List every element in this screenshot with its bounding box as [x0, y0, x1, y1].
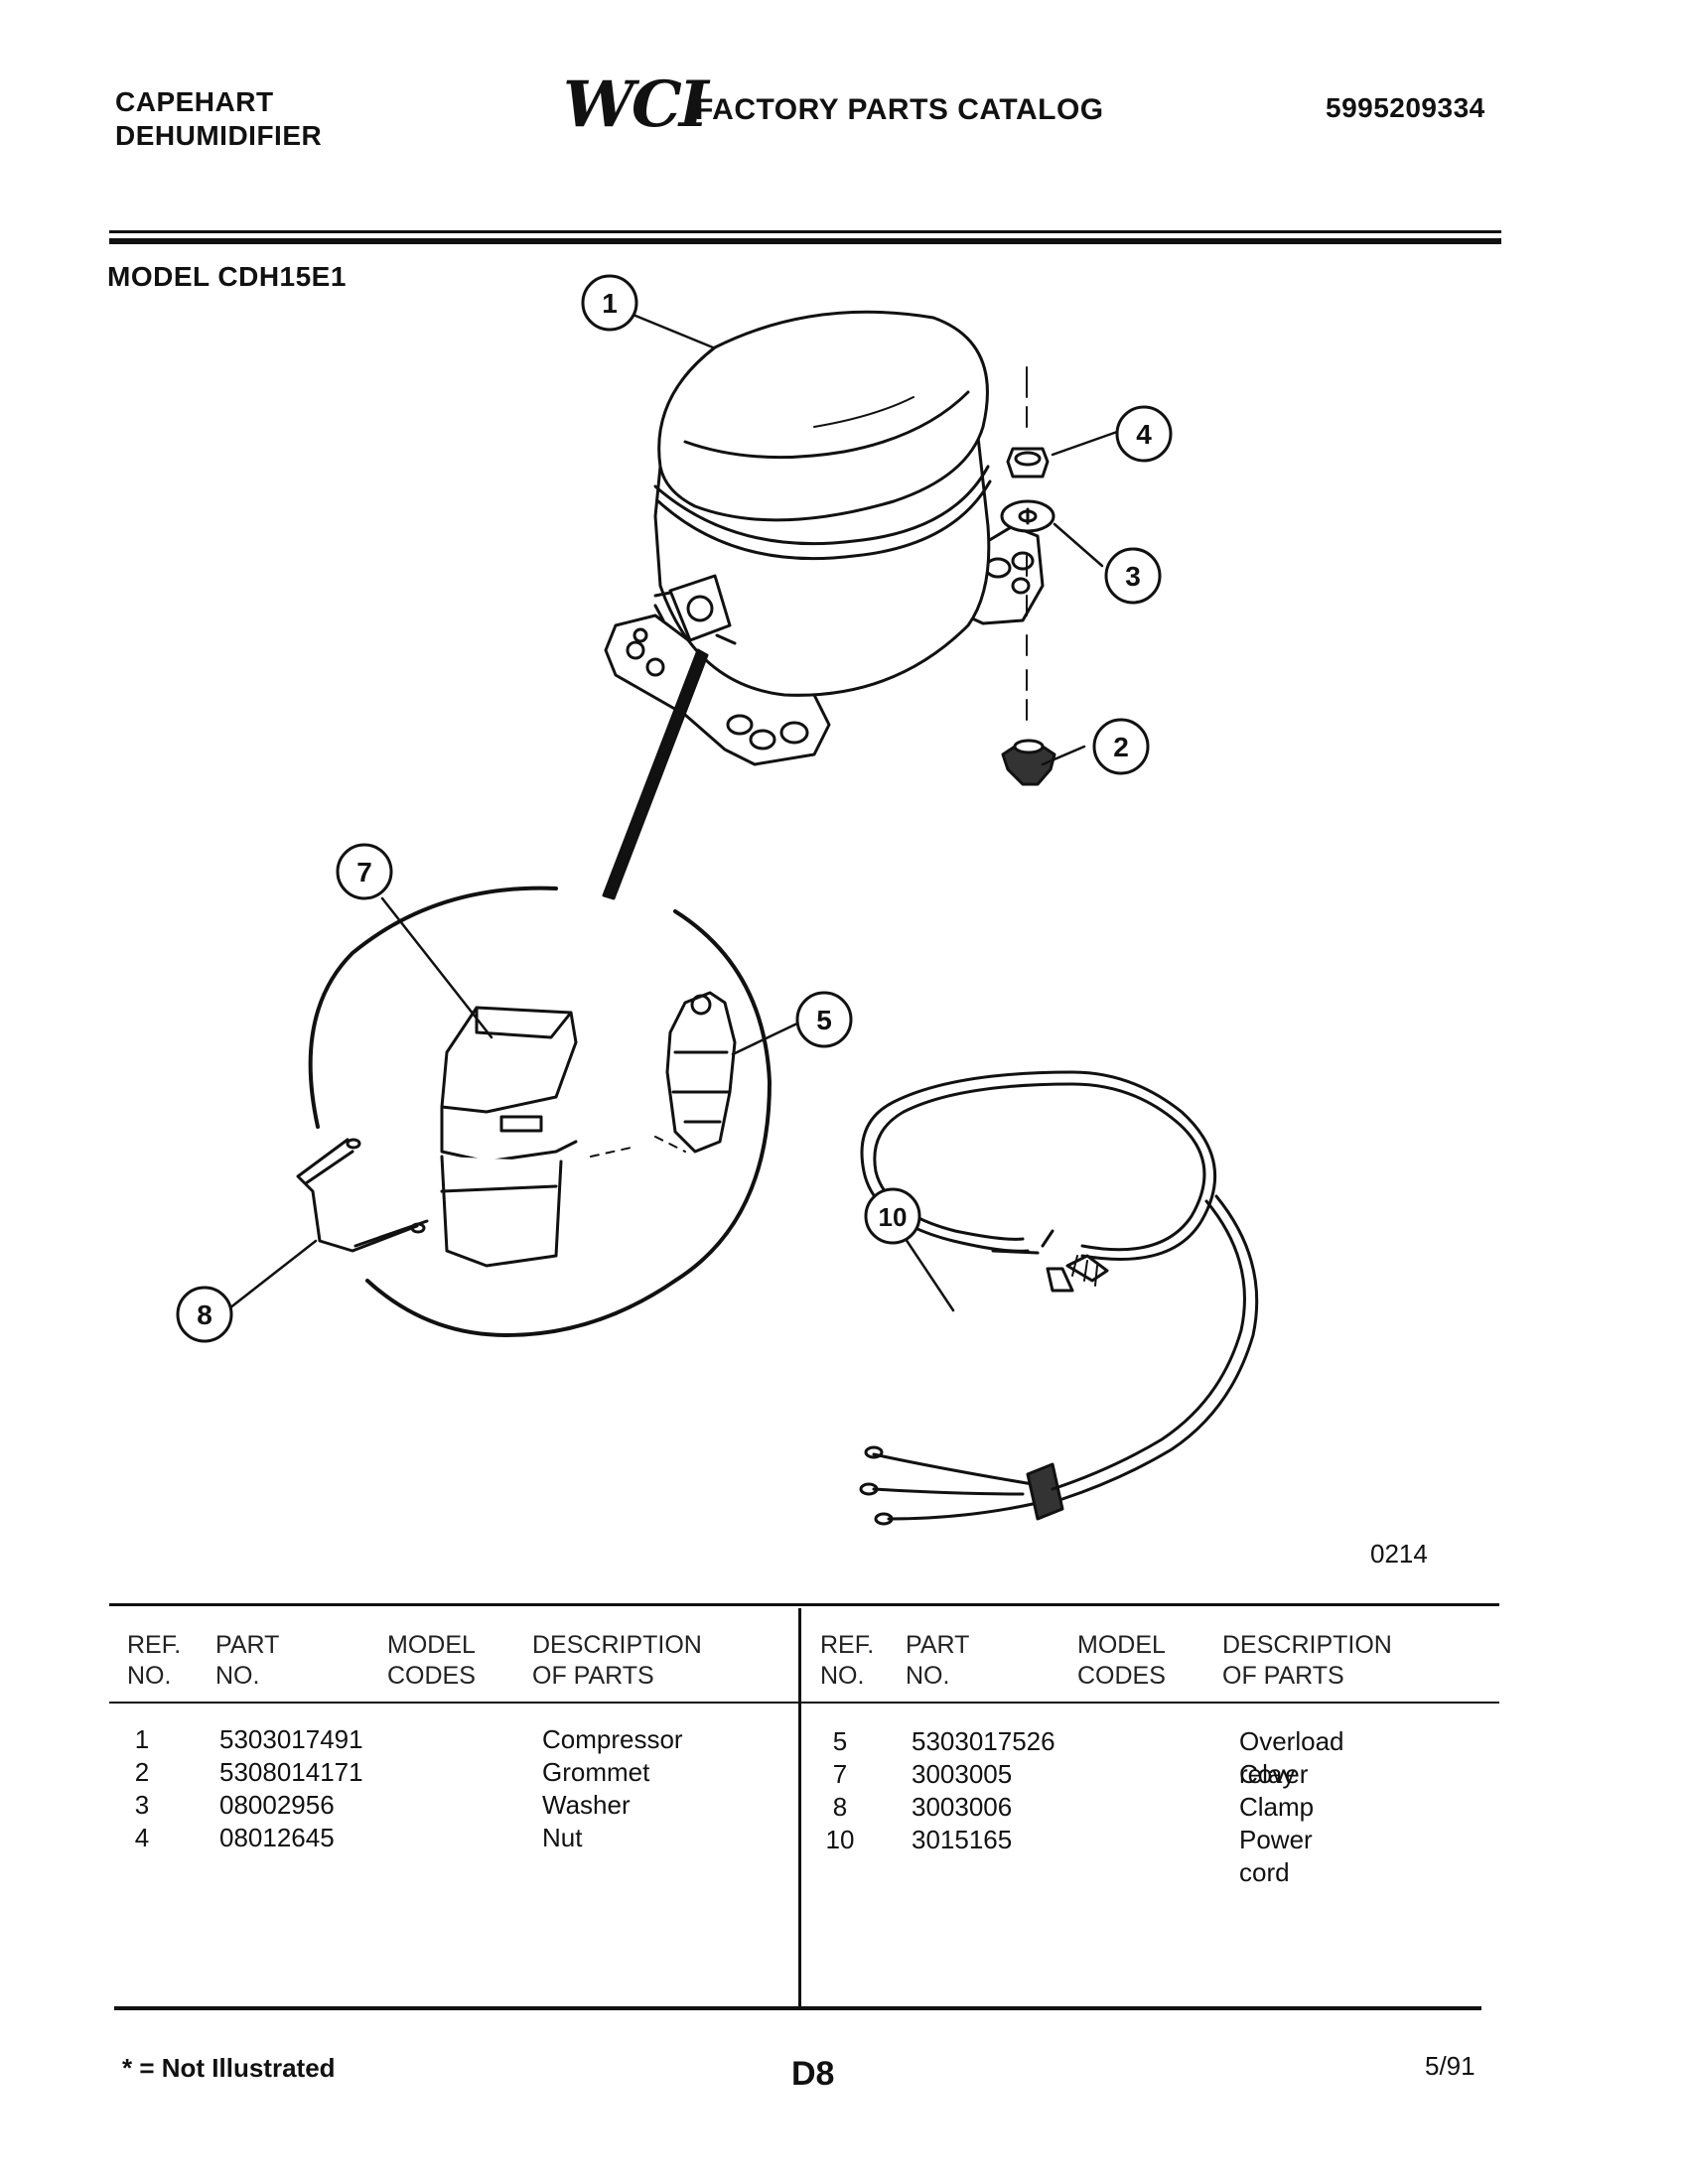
- header-rule-thin: [109, 230, 1501, 233]
- callout-2: 2: [1092, 718, 1150, 775]
- table-header-rule: [109, 1702, 1499, 1704]
- part-description: Grommet: [542, 1757, 650, 1787]
- ref-no: 10: [825, 1825, 855, 1854]
- part-description: Cover: [1239, 1759, 1309, 1789]
- callout-1-label: 1: [602, 288, 618, 319]
- table-column-divider: [798, 1608, 801, 2010]
- part-description: Washer: [542, 1790, 631, 1820]
- callout-3-label: 3: [1125, 561, 1141, 592]
- ref-no: 7: [832, 1759, 848, 1789]
- part-description: Overload relay: [1239, 1726, 1344, 1789]
- power-cord-drawing: [859, 1070, 1259, 1526]
- mounting-hardware: [1000, 366, 1056, 786]
- model-label: MODEL CDH15E1: [107, 261, 347, 292]
- callout-10-label: 10: [879, 1202, 908, 1232]
- callout-10: 10: [864, 1187, 921, 1245]
- callout-5: 5: [795, 991, 853, 1048]
- part-no: 08012645: [219, 1823, 335, 1852]
- ref-no: 5: [832, 1726, 848, 1756]
- callout-5-label: 5: [816, 1005, 832, 1035]
- compressor-drawing: [604, 310, 1045, 766]
- catalog-date: 5/91: [1425, 2051, 1476, 2081]
- ref-no: 4: [134, 1823, 150, 1852]
- callout-7-label: 7: [356, 857, 372, 887]
- callout-8: 8: [176, 1286, 233, 1343]
- callout-4-label: 4: [1136, 419, 1152, 450]
- part-no: 3003006: [912, 1792, 1013, 1822]
- ref-no: 2: [134, 1757, 150, 1787]
- catalog-number: 5995209334: [1326, 92, 1485, 123]
- figure-code: 0214: [1370, 1539, 1428, 1569]
- header-ref-no: REF.NO.: [127, 1631, 182, 1690]
- callout-3: 3: [1104, 547, 1162, 605]
- callout-leaders: [227, 314, 1119, 1312]
- header-rule-thick: [109, 238, 1501, 244]
- catalog-title: FACTORY PARTS CATALOG: [695, 93, 1104, 126]
- part-no: 3003005: [912, 1759, 1013, 1789]
- callout-2-label: 2: [1113, 732, 1129, 762]
- ref-no: 3: [134, 1790, 150, 1820]
- brand-header: CAPEHART DEHUMIDIFIER: [115, 85, 322, 153]
- part-description: Clamp: [1239, 1792, 1315, 1822]
- callout-1: 1: [581, 274, 638, 332]
- part-no: 5303017491: [219, 1724, 363, 1754]
- part-description: Compressor: [542, 1724, 683, 1754]
- header-ref-no-right: REF.NO.: [820, 1631, 875, 1690]
- wci-logo: WCI: [563, 68, 709, 142]
- part-no: 3015165: [912, 1825, 1013, 1854]
- part-description: Nut: [542, 1823, 583, 1852]
- callout-7: 7: [336, 843, 393, 900]
- table-bottom-rule: [114, 2006, 1481, 2010]
- part-no: 5303017526: [912, 1726, 1055, 1756]
- page-number: D8: [791, 2055, 835, 2093]
- callout-8-label: 8: [197, 1299, 212, 1330]
- ref-no: 1: [134, 1724, 150, 1754]
- detail-magnifier: [296, 648, 772, 1337]
- ref-no: 8: [832, 1792, 848, 1822]
- product-type: DEHUMIDIFIER: [115, 120, 323, 151]
- table-top-rule: [109, 1603, 1499, 1606]
- part-description: Power cord: [1239, 1825, 1313, 1887]
- brand-name: CAPEHART: [115, 86, 274, 117]
- not-illustrated-note: * = Not Illustrated: [122, 2053, 336, 2083]
- callout-4: 4: [1115, 405, 1173, 463]
- part-no: 08002956: [219, 1790, 335, 1820]
- part-no: 5308014171: [219, 1757, 363, 1787]
- exploded-parts-diagram: 1 4 3 2 5 7 8 10: [176, 274, 1259, 1526]
